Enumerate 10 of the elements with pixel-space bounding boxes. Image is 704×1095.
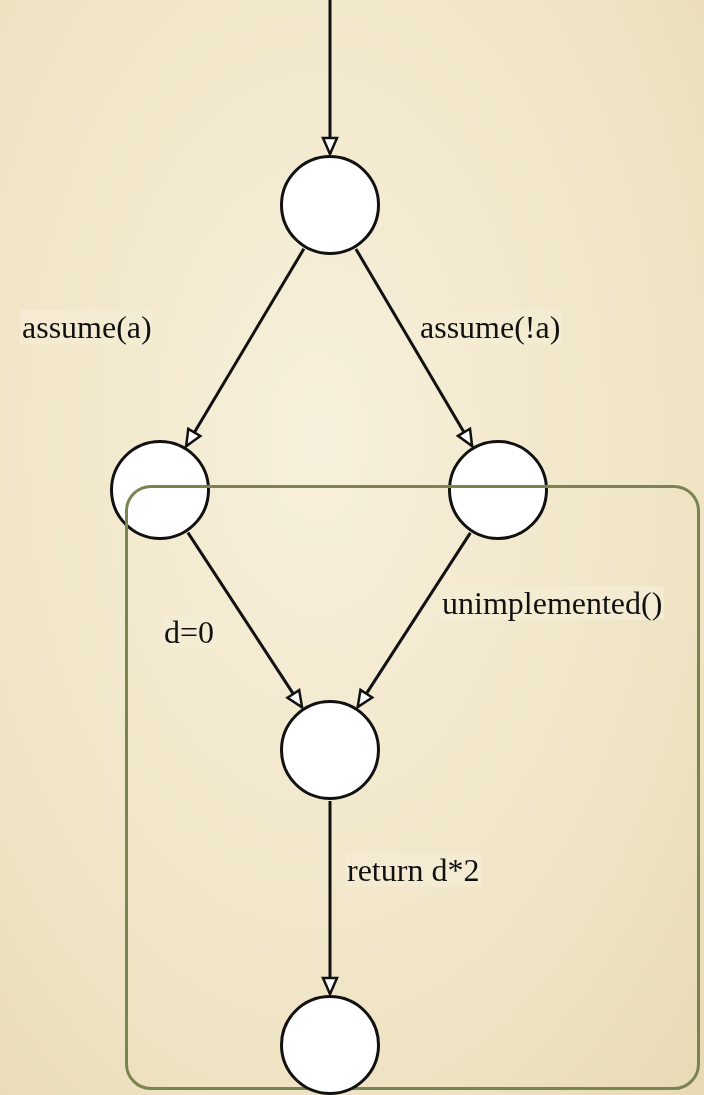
- edge-label: unimplemented(): [440, 586, 665, 620]
- arrow: [356, 532, 472, 709]
- arrow: [184, 248, 306, 448]
- arrow: [186, 531, 304, 709]
- edge-label: assume(!a): [418, 310, 563, 344]
- edge-label: assume(a): [20, 310, 154, 344]
- arrow: [354, 248, 474, 448]
- arrow: [321, 0, 339, 156]
- edge-label: return d*2: [345, 853, 482, 887]
- arrow: [321, 801, 339, 996]
